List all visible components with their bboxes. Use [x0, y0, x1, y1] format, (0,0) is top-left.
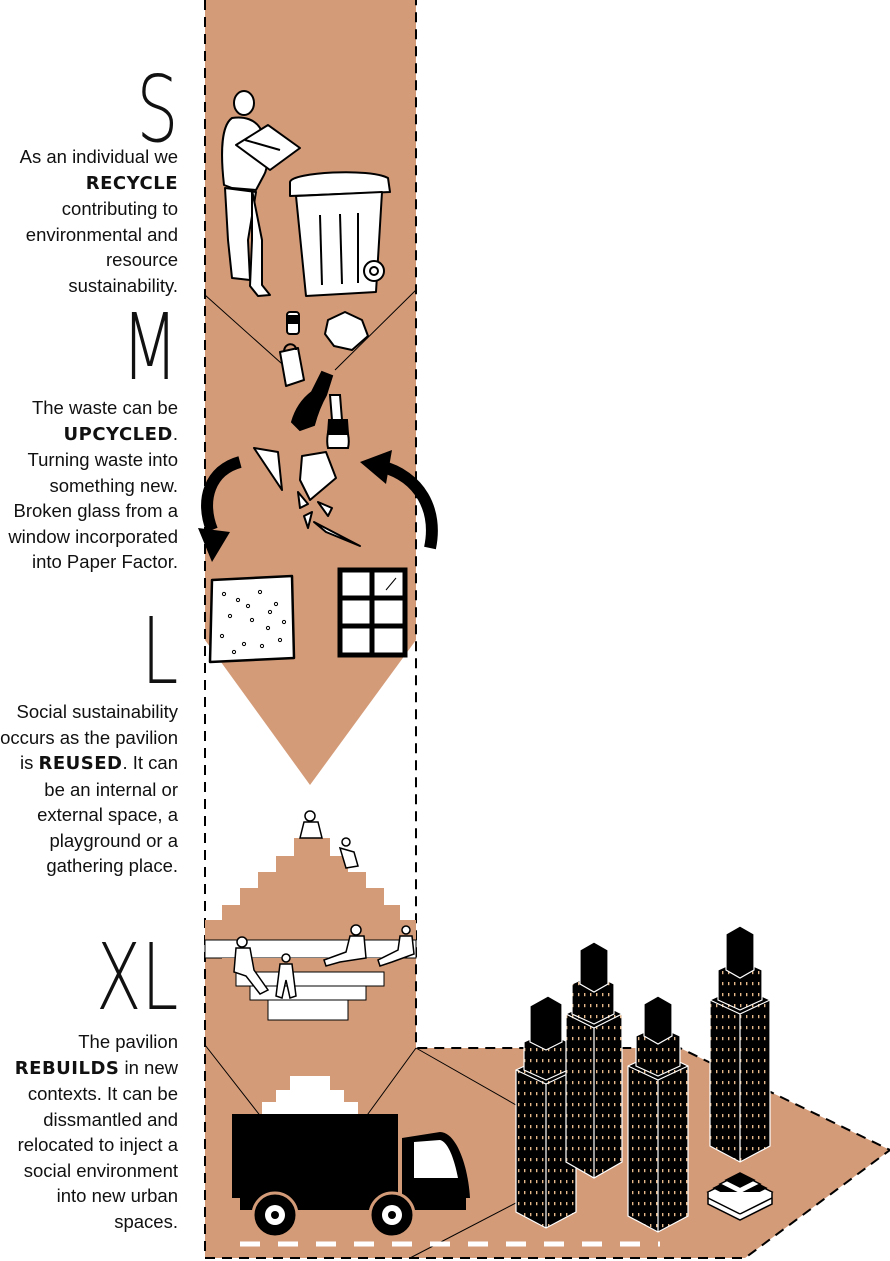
stage-text-pre: The waste can be	[31, 397, 178, 418]
stage-letter-m: M	[120, 294, 178, 401]
paper-panel-icon	[208, 574, 296, 664]
stage-keyword: REBUILDS	[14, 1057, 120, 1079]
people-icon	[233, 810, 415, 999]
stage-text-post: . It can be an internal or external spac…	[37, 752, 178, 876]
stage-keyword: RECYCLE	[85, 172, 178, 194]
stage-text-pre: The pavilion	[78, 1031, 178, 1052]
pavilion-stairs-icon	[204, 838, 417, 1021]
waste-items-icon	[279, 311, 369, 387]
pavilion-stack-icon	[706, 1172, 774, 1221]
window-icon	[337, 567, 408, 658]
stage-text-pre: As an individual we	[19, 146, 178, 167]
skyscrapers-icon	[515, 925, 771, 1233]
glass-bottles-icon	[290, 370, 350, 449]
person-recycling-icon	[221, 90, 301, 297]
stage-keyword: REUSED	[38, 753, 123, 774]
wheelie-bin-icon	[289, 171, 391, 297]
stage-text-pre: Social sustainability occurs as the pavi…	[0, 701, 178, 773]
dump-truck-icon	[232, 1076, 660, 1247]
stage-letter-xl: XL	[95, 924, 178, 1031]
stage-description-m: The waste can be UPCYCLED. Turning waste…	[0, 395, 178, 575]
circular-arrows-icon	[198, 450, 438, 562]
stage-description-l: Social sustainability occurs as the pavi…	[0, 699, 178, 879]
stage-letter-l: L	[141, 598, 178, 705]
stage-description-s: As an individual we RECYCLE contributing…	[0, 144, 178, 298]
broken-glass-icon	[253, 447, 361, 547]
stage-letter-s: S	[135, 56, 178, 163]
stage-text-post: in new contexts. It can be dissmantled a…	[17, 1056, 178, 1232]
stage-keyword: UPCYCLED	[63, 423, 173, 445]
stage-text-post: contributing to environmental and resour…	[25, 198, 178, 296]
stage-description-xl: The pavilion REBUILDS in new contexts. I…	[0, 1029, 178, 1234]
stage-text-post: . Turning waste into something new. Brok…	[8, 422, 178, 573]
